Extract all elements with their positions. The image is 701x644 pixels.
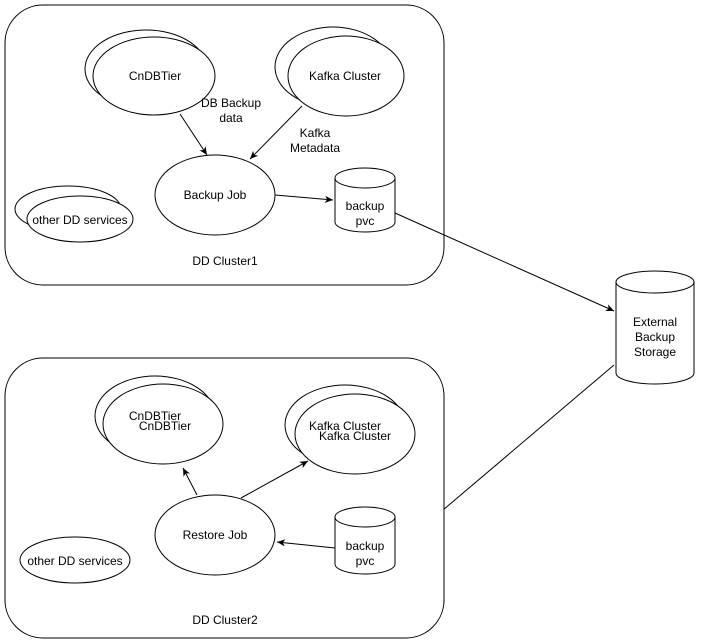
- cluster2-backup-pvc-node[interactable]: backup pvc: [334, 506, 396, 575]
- cluster2-other-services-node[interactable]: other DD services: [19, 536, 131, 584]
- cluster1-other-services-node[interactable]: other DD services: [14, 185, 134, 243]
- cluster2-backup-pvc-label-line1: backup: [346, 539, 385, 553]
- restore-job-node[interactable]: Restore Job: [154, 494, 276, 576]
- edge-cndbtier-to-backup-job: [179, 113, 208, 156]
- cluster2-backup-pvc-label-line2: pvc: [356, 554, 375, 568]
- edge-pvc2-to-restore-job: [276, 539, 336, 549]
- cluster2-cndbtier-node[interactable]: CnDBTier CnDBTier: [94, 375, 224, 465]
- cluster2-cndbtier-label-front: CnDBTier: [139, 419, 191, 433]
- cluster1-cndbtier-node[interactable]: CnDBTier: [84, 29, 216, 116]
- edge-restore-job-to-cndbtier: [182, 467, 198, 496]
- cluster2-kafka-label-front: Kafka Cluster: [319, 429, 391, 443]
- kafka-metadata-label-line1: Kafka: [300, 126, 331, 140]
- external-storage-label-line2: Backup: [635, 330, 675, 344]
- db-backup-data-label-line1: DB Backup: [201, 96, 261, 110]
- edge-pvc1-to-external-storage: [394, 212, 615, 312]
- cluster1-kafka-node[interactable]: Kafka Cluster: [274, 26, 405, 117]
- edge-restore-job-to-kafka: [240, 460, 309, 499]
- db-backup-data-label-line2: data: [219, 111, 243, 125]
- edge-kafka-to-backup-job: [249, 105, 303, 160]
- cluster1-backup-pvc-label-line1: backup: [346, 199, 385, 213]
- cluster1-cndbtier-label: CnDBTier: [129, 69, 181, 83]
- cluster1-label: DD Cluster1: [192, 254, 258, 268]
- cluster1-backup-pvc-node[interactable]: backup pvc: [334, 167, 396, 233]
- backup-job-label: Backup Job: [184, 188, 247, 202]
- external-backup-storage-node[interactable]: External Backup Storage: [615, 270, 695, 385]
- kafka-metadata-label-line2: Metadata: [290, 141, 340, 155]
- external-storage-label-line3: Storage: [634, 345, 676, 359]
- cluster1-backup-pvc-label-line2: pvc: [356, 214, 375, 228]
- cluster1-kafka-label: Kafka Cluster: [309, 69, 381, 83]
- restore-job-label: Restore Job: [183, 528, 248, 542]
- edge-backup-job-to-pvc: [274, 194, 334, 203]
- cluster2-cndbtier-label-back: CnDBTier: [129, 409, 181, 423]
- cluster2-other-services-label: other DD services: [27, 554, 122, 568]
- cluster1-other-services-label: other DD services: [32, 213, 127, 227]
- dd-cluster1: DD Cluster1 CnDBTier Kafka Cluster Backu…: [4, 4, 445, 286]
- cluster2-kafka-node[interactable]: Kafka Cluster Kafka Cluster: [284, 384, 416, 475]
- backup-job-node[interactable]: Backup Job: [154, 154, 276, 236]
- cluster2-kafka-label-back: Kafka Cluster: [309, 419, 381, 433]
- cluster2-label: DD Cluster2: [192, 613, 258, 627]
- dd-cluster2: DD Cluster2 CnDBTier CnDBTier Kafka Clus…: [4, 357, 445, 639]
- external-storage-label-line1: External: [633, 315, 677, 329]
